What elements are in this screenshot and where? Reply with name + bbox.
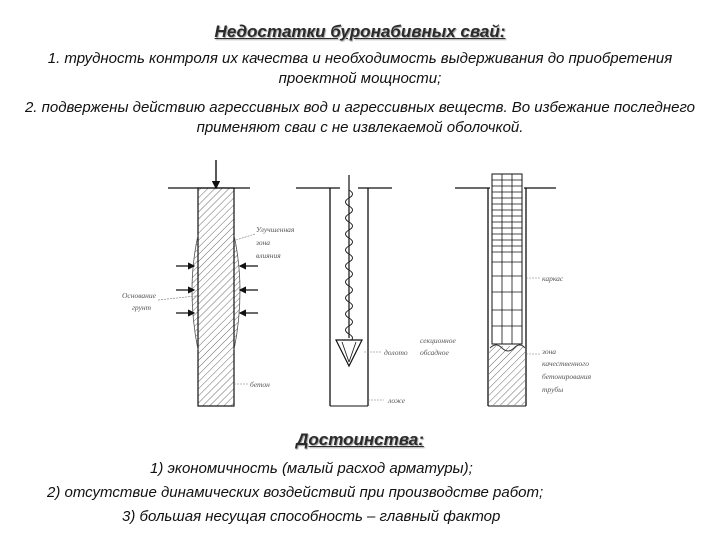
pile3-label-frame: каркас xyxy=(542,274,564,283)
pile1-label-left-1: Основание xyxy=(122,291,157,300)
pile1-label-bottom: бетон xyxy=(250,380,270,389)
pile1-label-top-2: зона xyxy=(255,238,270,247)
pile3-label-bottom-4: трубы xyxy=(542,385,563,394)
advantage-1: 1) экономичность (малый расход арматуры)… xyxy=(150,460,473,477)
pile-1: Улучшенная зона влияния Основание грунт … xyxy=(122,160,295,407)
pile3-label-bottom-2: качественного xyxy=(542,359,589,368)
disadvantage-2: 2. подвержены действию агрессивных вод и… xyxy=(24,99,696,136)
pile2-label-right-1: секционное xyxy=(420,336,457,345)
advantage-2: 2) отсутствие динамических воздействий п… xyxy=(47,484,544,501)
pile1-label-top-1: Улучшенная xyxy=(256,225,295,234)
pile-2: долото ложе секционное обсадное xyxy=(296,175,457,407)
advantages-heading: Достоинства: xyxy=(296,430,424,449)
disadvantage-1: 1. трудность контроля их качества и необ… xyxy=(47,50,673,87)
pile3-label-bottom-3: бетонирования xyxy=(542,372,592,381)
pile1-label-left-2: грунт xyxy=(132,303,152,312)
pile-3: каркас зона качественного бетонирования … xyxy=(455,173,592,407)
pile-construction-figure: Улучшенная зона влияния Основание грунт … xyxy=(122,160,592,407)
advantage-3: 3) большая несущая способность – главный… xyxy=(122,508,501,525)
pile1-label-top-3: влияния xyxy=(256,251,281,260)
pile2-label-bottom: ложе xyxy=(387,396,406,405)
title: Недостатки буронабивных свай: xyxy=(214,22,506,41)
pile3-label-bottom-1: зона xyxy=(541,347,556,356)
pile2-label-bit: долото xyxy=(384,348,408,357)
pile2-label-right-2: обсадное xyxy=(420,348,449,357)
